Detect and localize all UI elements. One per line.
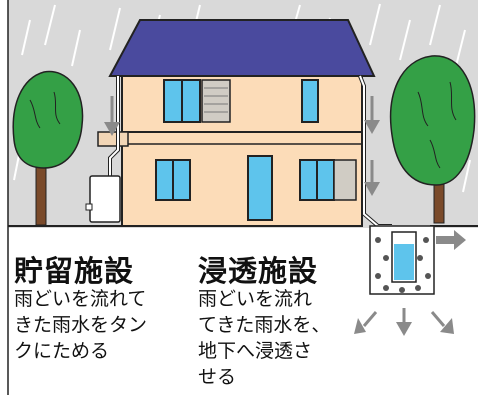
infiltration-description: 雨どいを流れ てきた雨水を、 地下へ浸透さ せる <box>198 286 330 390</box>
house-wall <box>121 75 363 227</box>
infiltration-arrows <box>354 308 454 336</box>
storage-description: 雨どいを流れて きた雨水をタン クにためる <box>14 286 147 364</box>
infiltration-title: 浸透施設 <box>198 254 319 288</box>
pit-water <box>394 244 414 280</box>
storage-title: 貯留施設 <box>14 254 135 288</box>
shutter <box>333 159 357 201</box>
infiltration-line: せる <box>198 366 237 388</box>
shutter <box>201 79 231 123</box>
roof <box>108 19 376 77</box>
right-tree <box>389 55 476 224</box>
infiltration-line: てきた雨水を、 <box>198 314 331 336</box>
house <box>97 19 376 227</box>
storage-line: 雨どいを流れて <box>14 288 147 310</box>
storage-tank <box>85 76 121 223</box>
infiltration-line: 雨どいを流れ <box>198 288 313 310</box>
door <box>247 155 273 221</box>
window <box>301 79 319 123</box>
storage-line: クにためる <box>14 340 110 362</box>
left-tree <box>12 70 84 226</box>
infiltration-pit <box>369 225 435 295</box>
outflow-arrow <box>436 230 466 250</box>
storage-line: きた雨水をタン <box>14 314 148 336</box>
infiltration-line: 地下へ浸透さ <box>198 340 313 362</box>
flow-arrows <box>104 96 380 196</box>
